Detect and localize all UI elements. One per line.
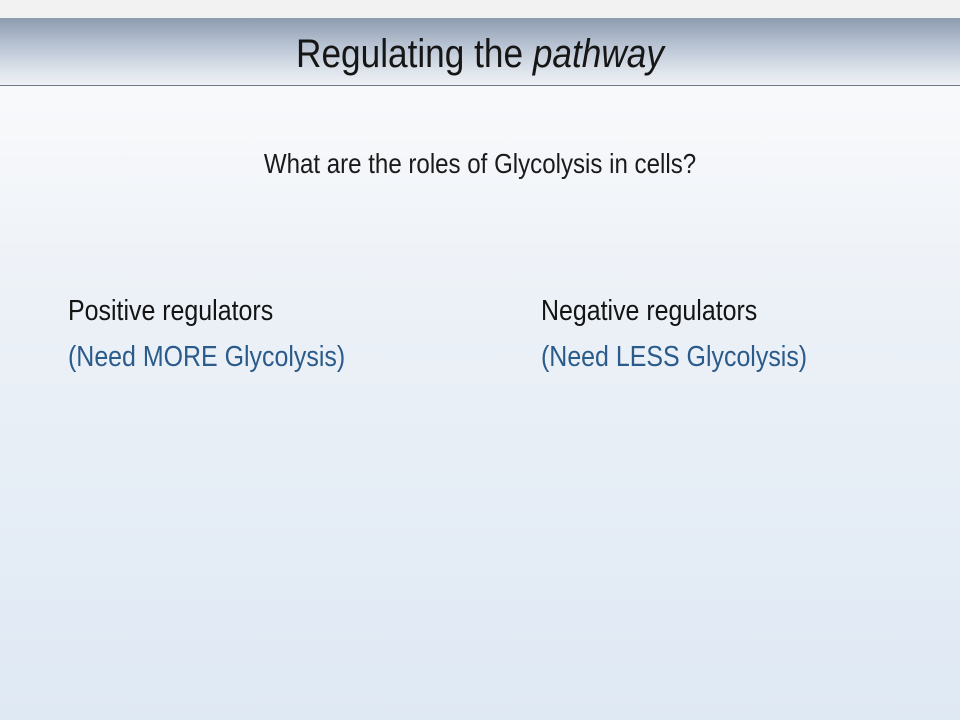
negative-regulators-subheading: (Need LESS Glycolysis) — [541, 341, 808, 373]
slide-title: Regulating the pathway — [58, 26, 903, 82]
slide-title-main: Regulating the — [296, 32, 533, 76]
slide-title-italic: pathway — [532, 32, 664, 76]
question-text: What are the roles of Glycolysis in cell… — [263, 148, 697, 179]
positive-regulators-heading: Positive regulators — [68, 295, 274, 327]
negative-regulators-heading: Negative regulators — [541, 295, 758, 327]
negative-regulators-column: Negative regulators (Need LESS Glycolysi… — [541, 288, 807, 380]
title-bar — [0, 18, 960, 86]
positive-regulators-column: Positive regulators (Need MORE Glycolysi… — [68, 288, 345, 380]
top-strip — [0, 0, 960, 18]
positive-regulators-subheading: (Need MORE Glycolysis) — [68, 341, 346, 373]
